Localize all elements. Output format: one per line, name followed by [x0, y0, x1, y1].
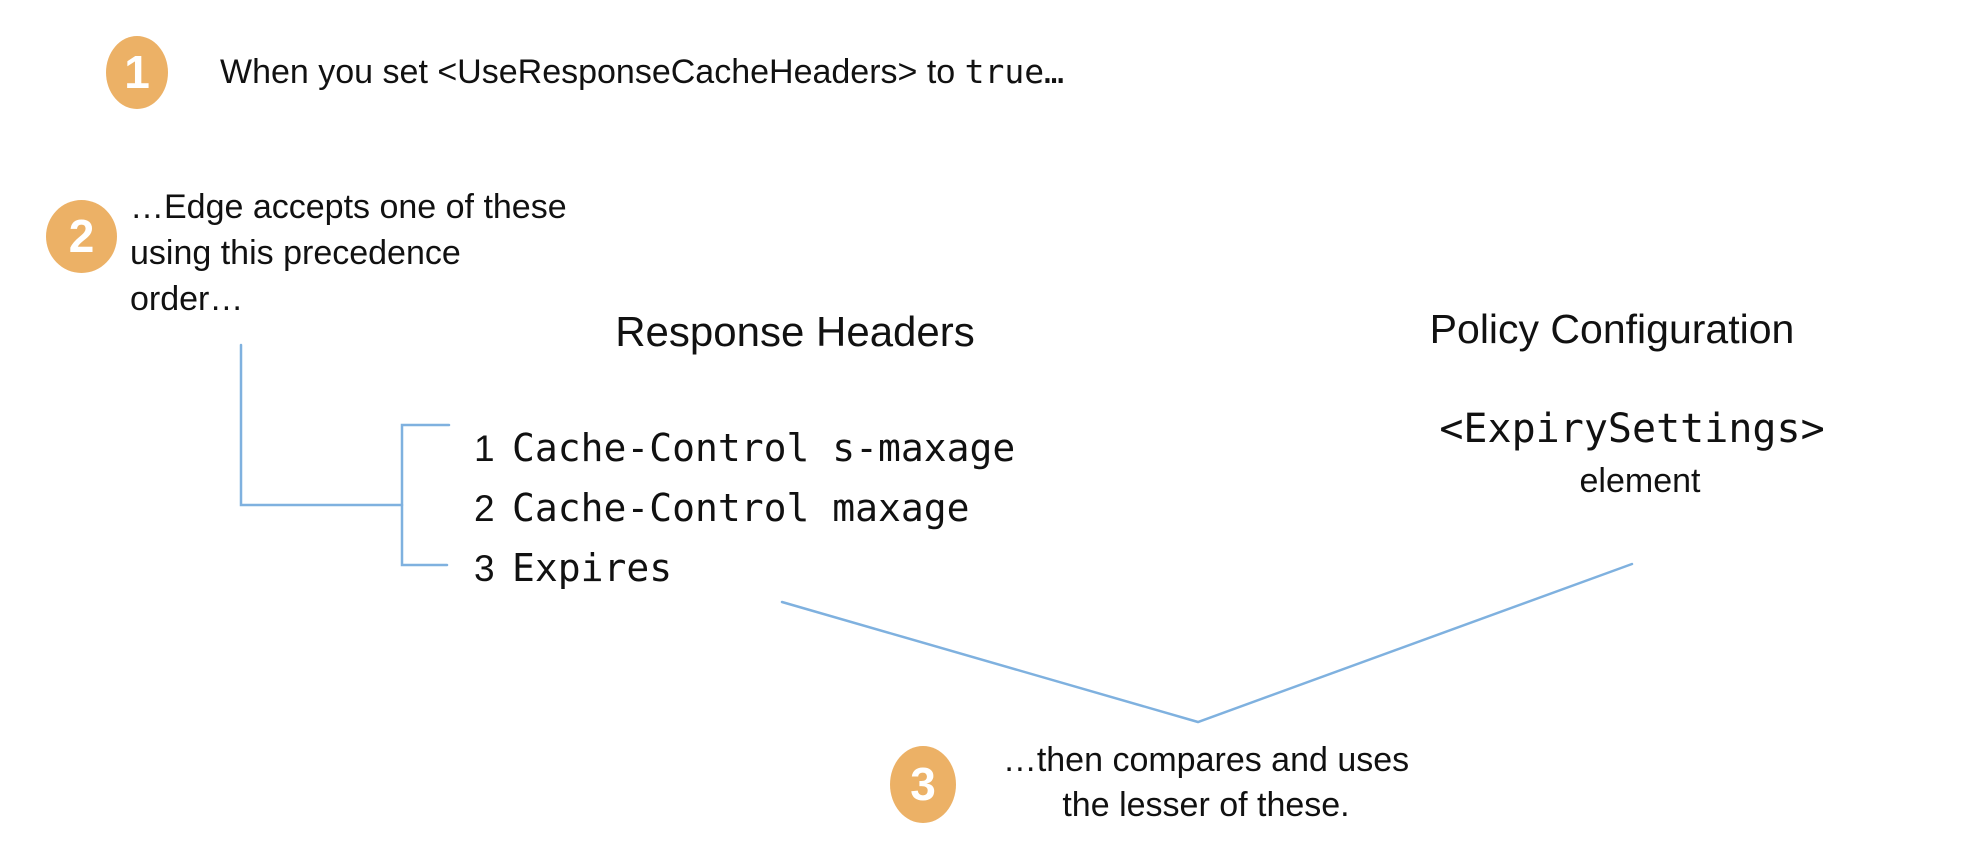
list-bracket: [400, 423, 451, 567]
list-item: 2 Cache-Control maxage: [474, 478, 1015, 538]
response-headers-list: 1 Cache-Control s-maxage 2 Cache-Control m…: [474, 418, 1015, 598]
policy-configuration-title: Policy Configuration: [1429, 306, 1795, 352]
expiry-settings-code: <ExpirySettings>: [1439, 406, 1825, 452]
step-1-number: 1: [124, 45, 150, 98]
step-3-badge: 3: [890, 746, 956, 823]
step-1-text-plain: When you set <UseResponseCacheHeaders> t…: [220, 53, 965, 91]
step-2-number: 2: [68, 209, 95, 262]
step-3-text: …then compares and uses the lesser of th…: [980, 738, 1432, 828]
list-item-number: 1: [474, 428, 495, 469]
step-2-badge: 2: [46, 200, 117, 273]
step-2-line-1: …Edge accepts one of these: [130, 188, 567, 226]
step-2-line-2: using this precedence: [130, 234, 461, 272]
list-item-label: Cache-Control maxage: [512, 486, 970, 530]
step-3-line-2: the lesser of these.: [1062, 786, 1350, 824]
list-item: 1 Cache-Control s-maxage: [474, 418, 1015, 478]
element-caption: element: [1579, 462, 1701, 500]
step-1-text: When you set <UseResponseCacheHeaders> t…: [220, 52, 1064, 92]
list-item: 3 Expires: [474, 538, 1015, 598]
order-to-bracket-connector: [239, 343, 404, 507]
list-item-label: Expires: [512, 546, 673, 590]
step-2-text: …Edge accepts one of these using this pr…: [130, 184, 567, 322]
step-1-badge: 1: [106, 36, 168, 109]
step-3-number: 3: [910, 757, 936, 810]
step-3-line-1: …then compares and uses: [1002, 741, 1410, 779]
step-1-text-code: true…: [964, 52, 1064, 91]
response-headers-title: Response Headers: [615, 308, 975, 355]
list-item-number: 3: [474, 548, 495, 589]
step-2-line-3: order…: [130, 280, 244, 318]
list-item-label: Cache-Control s-maxage: [512, 426, 1016, 470]
list-item-number: 2: [474, 488, 495, 529]
